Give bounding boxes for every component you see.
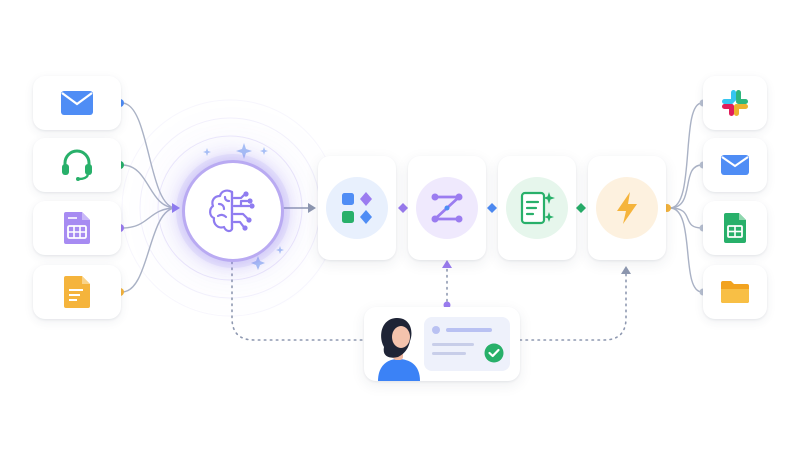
review-avatar-dot [432, 326, 440, 334]
input-connector [121, 207, 177, 293]
output-connector [669, 207, 703, 229]
stage-link-diamond [398, 203, 408, 213]
sparkle-icon [251, 256, 265, 270]
stage-action-card [588, 156, 666, 260]
output-folder-card [703, 265, 767, 319]
input-form-card [33, 201, 121, 255]
text-document-icon [64, 276, 90, 308]
slack-logo-icon [722, 90, 748, 116]
form-document-icon [64, 212, 90, 244]
stage-route-card [408, 156, 486, 260]
review-panel [424, 317, 510, 371]
output-sheets-card [703, 201, 767, 255]
output-connector [669, 164, 703, 209]
stage-link-diamond [487, 203, 497, 213]
review-dotted-line [231, 261, 365, 341]
review-dotted-line [519, 271, 627, 341]
review-arrowhead [442, 260, 452, 268]
stage-disc [416, 177, 478, 239]
input-document-card [33, 265, 121, 319]
ai-hub [182, 160, 284, 262]
stage-disc [596, 177, 658, 239]
input-connector [121, 102, 177, 209]
input-connector [121, 164, 177, 209]
output-email-card [703, 138, 767, 192]
output-connector [669, 102, 703, 209]
review-line [446, 328, 492, 332]
person-avatar [378, 317, 420, 381]
sparkle-icon [260, 147, 268, 155]
workflow-path-icon [431, 193, 463, 223]
review-dot [443, 301, 451, 309]
shapes-grid-icon [342, 192, 372, 224]
headset-icon [62, 149, 92, 181]
envelope-icon [61, 91, 93, 115]
input-email-card [33, 76, 121, 130]
input-connector [121, 207, 177, 229]
folder-icon [721, 281, 749, 303]
sparkle-icon [276, 246, 284, 254]
stage-disc [326, 177, 388, 239]
review-line [432, 343, 474, 346]
sparkle-icon [203, 148, 211, 156]
review-arrowhead [621, 266, 631, 274]
input-support-card [33, 138, 121, 192]
stage-link-diamond [576, 203, 586, 213]
lightning-bolt-icon [617, 192, 637, 224]
ai-brain-icon [209, 189, 255, 233]
stage-organize-card [318, 156, 396, 260]
output-connector [669, 207, 703, 293]
stage-generate-card [498, 156, 576, 260]
output-slack-card [703, 76, 767, 130]
envelope-icon [721, 155, 749, 175]
spreadsheet-icon [724, 213, 746, 243]
sparkle-document-icon [520, 191, 555, 225]
approval-check-icon [484, 343, 504, 363]
hub-input-arrowhead [172, 203, 180, 213]
sparkle-icon [236, 143, 252, 159]
review-line [432, 352, 466, 355]
hub-to-stage-arrowhead [308, 203, 316, 213]
human-review-card [364, 307, 520, 381]
stage-disc [506, 177, 568, 239]
